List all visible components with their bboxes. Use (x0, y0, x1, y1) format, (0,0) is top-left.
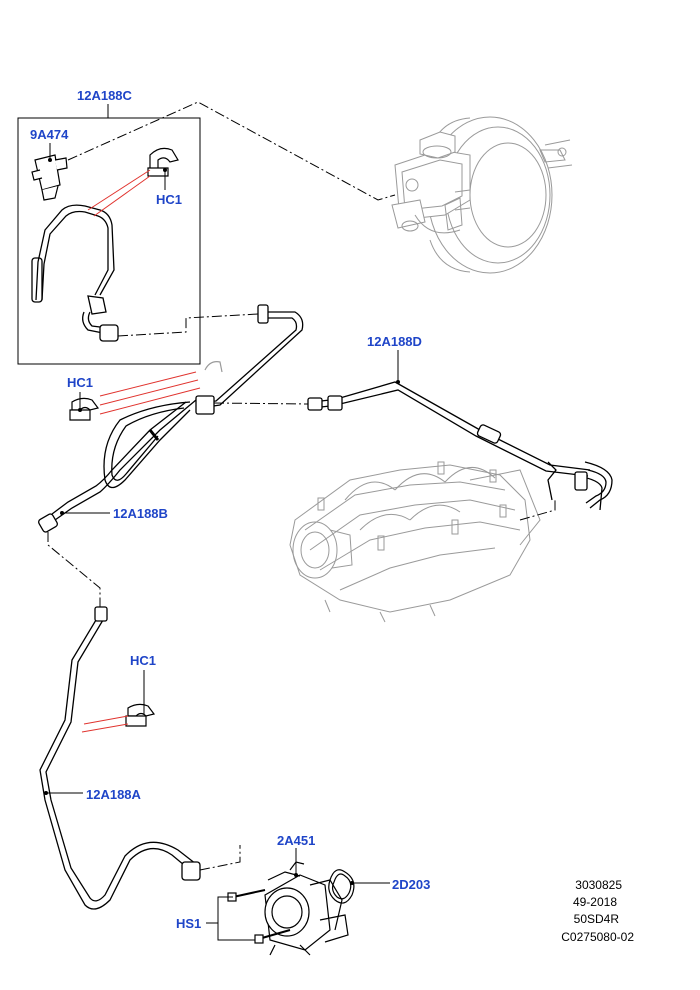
hose-12A188D (307, 381, 613, 511)
intake-manifold-illustration (289, 461, 541, 623)
reference-line-2: 49-2018 (573, 895, 617, 909)
callout-2A451: 2A451 (277, 833, 315, 848)
callout-12A188B: 12A188B (113, 506, 168, 521)
hose-12A188C (31, 204, 119, 342)
reference-line-1: 3030825 (575, 878, 622, 892)
hose-clip-mid (69, 361, 223, 421)
callout-leaders (46, 104, 399, 941)
vacuum-pump (227, 861, 349, 956)
callout-HC1-mid: HC1 (67, 375, 93, 390)
vacuum-sensor (31, 154, 68, 201)
connection-lines (47, 101, 556, 871)
assembly-frame (17, 117, 201, 365)
callout-12A188D: 12A188D (367, 334, 422, 349)
red-leader-lines (81, 169, 201, 733)
hose-clip-top (147, 147, 179, 177)
hose-12A188B (38, 304, 304, 533)
callout-12A188C: 12A188C (77, 88, 133, 103)
reference-line-4: C0275080-02 (561, 930, 634, 944)
callout-9A474: 9A474 (30, 127, 69, 142)
hose-12A188A (39, 606, 201, 910)
callout-HC1-low: HC1 (130, 653, 156, 668)
gasket (328, 869, 355, 904)
callout-dots (44, 158, 400, 885)
callout-HC1-top: HC1 (156, 192, 182, 207)
callout-12A188A: 12A188A (86, 787, 142, 802)
callout-HS1: HS1 (176, 916, 201, 931)
reference-line-3: 50SD4R (574, 912, 620, 926)
brake-booster-illustration (391, 116, 573, 274)
reference-block: 3030825 49-2018 50SD4R C0275080-02 (561, 878, 634, 944)
hose-clip-low (125, 703, 156, 727)
callout-2D203: 2D203 (392, 877, 430, 892)
